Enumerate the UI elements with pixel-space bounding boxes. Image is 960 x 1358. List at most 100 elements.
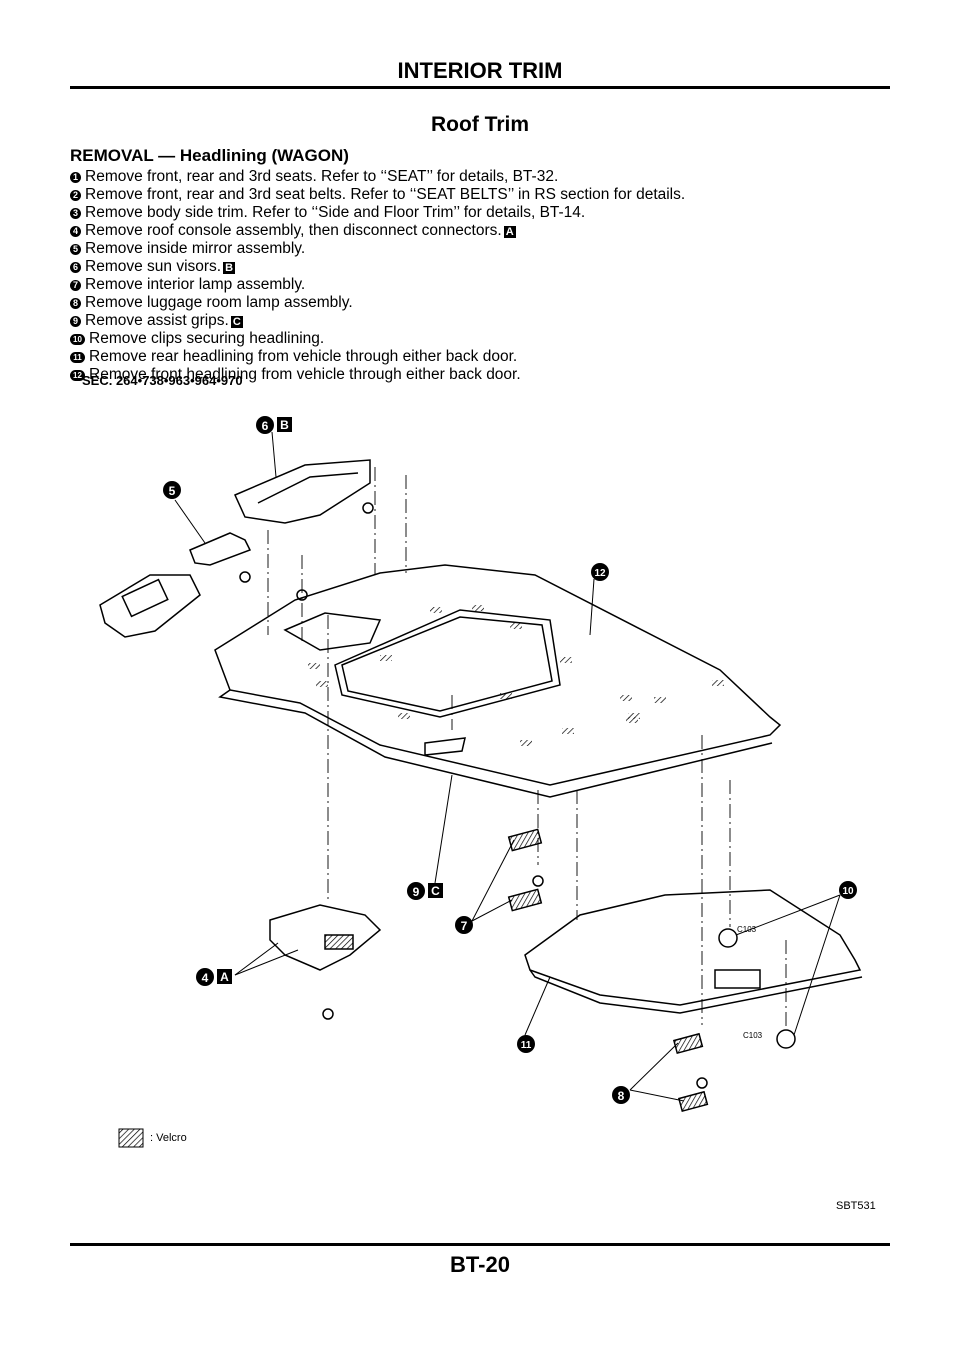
step-number: 5 bbox=[70, 244, 81, 255]
step-text: Remove clips securing headlining. bbox=[89, 330, 325, 347]
step-badge: B bbox=[223, 262, 236, 274]
callout-6-badge: B bbox=[280, 418, 289, 432]
header-rule bbox=[70, 86, 890, 89]
interior-lamp-bottom bbox=[507, 888, 543, 912]
velcro-patch bbox=[712, 680, 724, 686]
step-item: 12 Remove front headlining from vehicle t… bbox=[70, 366, 685, 384]
step-number: 11 bbox=[70, 352, 85, 363]
callout-box bbox=[428, 883, 443, 898]
velcro-patch bbox=[308, 663, 320, 669]
sun-visor bbox=[234, 459, 371, 524]
step-item: 5 Remove inside mirror assembly. bbox=[70, 240, 685, 258]
callout-11: 11 bbox=[521, 1040, 532, 1051]
callout-circle bbox=[612, 1086, 630, 1104]
connector-label: C103 bbox=[743, 1031, 763, 1040]
headlining-clip bbox=[776, 1029, 796, 1049]
headlining-clip bbox=[718, 928, 738, 948]
step-item: 4 Remove roof console assembly, then disc… bbox=[70, 222, 685, 240]
velcro-patch bbox=[628, 713, 640, 719]
step-number: 1 bbox=[70, 172, 81, 183]
step-text: Remove roof console assembly, then disco… bbox=[85, 222, 502, 239]
luggage-lamp-bottom bbox=[677, 1090, 709, 1113]
step-number: 9 bbox=[70, 316, 81, 327]
sun-visor-left bbox=[99, 574, 201, 638]
velcro-patch bbox=[560, 657, 572, 663]
callout-box bbox=[217, 969, 232, 984]
page-number: BT-20 bbox=[450, 1252, 510, 1277]
screw bbox=[322, 1008, 334, 1020]
velcro-patch bbox=[520, 740, 532, 746]
figure-reference: SBT531 bbox=[836, 1200, 876, 1212]
callout-9: 9 bbox=[413, 885, 420, 899]
procedure-subtitle: REMOVAL — Headlining (WAGON) bbox=[70, 146, 349, 165]
callout-4: 4 bbox=[202, 971, 209, 985]
sunroof-opening bbox=[334, 609, 561, 718]
step-number: 6 bbox=[70, 262, 81, 273]
step-number: 7 bbox=[70, 280, 81, 291]
front-headlining-panel bbox=[214, 564, 782, 786]
callout-circle bbox=[455, 916, 473, 934]
legend-text: : Velcro bbox=[150, 1132, 187, 1144]
connector-label: C103 bbox=[737, 925, 757, 934]
step-number: 3 bbox=[70, 208, 81, 219]
step-badge: A bbox=[503, 226, 516, 238]
callout-7: 7 bbox=[461, 919, 468, 933]
luggage-lamp-top bbox=[672, 1032, 704, 1055]
callout-circle bbox=[591, 563, 609, 581]
callout-8: 8 bbox=[618, 1089, 625, 1103]
step-number: 4 bbox=[70, 226, 81, 237]
screw bbox=[362, 502, 374, 514]
console-lamp-lens bbox=[324, 934, 354, 950]
callout-circle bbox=[256, 416, 274, 434]
step-text: Remove inside mirror assembly. bbox=[85, 240, 306, 257]
velcro-patch bbox=[398, 713, 410, 719]
callout-circle bbox=[517, 1035, 535, 1053]
assist-grip bbox=[424, 737, 466, 756]
step-text: Remove interior lamp assembly. bbox=[85, 276, 306, 293]
velcro-patch bbox=[472, 605, 484, 611]
velcro-patch bbox=[626, 717, 638, 723]
step-item: 3 Remove body side trim. Refer to ‘‘Side … bbox=[70, 204, 685, 222]
vanity-mirror bbox=[121, 578, 169, 618]
step-number: 12 bbox=[70, 370, 85, 381]
step-number: 8 bbox=[70, 298, 81, 309]
step-text: Remove sun visors. bbox=[85, 258, 222, 275]
rear-headlining-panel bbox=[524, 889, 862, 1006]
callout-circle bbox=[163, 481, 181, 499]
screw bbox=[239, 571, 251, 583]
inside-mirror bbox=[189, 532, 252, 566]
legend: : Velcro bbox=[118, 1128, 187, 1148]
section-header: INTERIOR TRIM bbox=[397, 58, 563, 83]
step-text: Remove rear headlining from vehicle thro… bbox=[89, 348, 518, 365]
step-badge: C bbox=[230, 316, 243, 328]
page-title: Roof Trim bbox=[431, 113, 529, 136]
callout-12: 12 bbox=[594, 568, 606, 579]
step-text: Remove body side trim. Refer to ‘‘Side a… bbox=[85, 204, 586, 221]
front-console-opening bbox=[283, 612, 382, 651]
callout-10: 10 bbox=[842, 886, 854, 897]
velcro-patch bbox=[430, 607, 442, 613]
removal-steps: 1 Remove front, rear and 3rd seats. Refer… bbox=[70, 168, 685, 384]
step-number: 2 bbox=[70, 190, 81, 201]
screw bbox=[696, 1077, 708, 1089]
section-codes: SEC. 264•738•963•964•970 bbox=[82, 373, 243, 388]
step-item: 1 Remove front, rear and 3rd seats. Refer… bbox=[70, 168, 685, 186]
callout-box bbox=[277, 417, 292, 432]
rear-headlining-recess bbox=[714, 969, 761, 989]
velcro-patch bbox=[500, 693, 512, 699]
velcro-patch bbox=[380, 655, 392, 661]
callout-5: 5 bbox=[169, 484, 176, 498]
callout-circle bbox=[407, 882, 425, 900]
step-item: 11 Remove rear headlining from vehicle th… bbox=[70, 348, 685, 366]
step-text: Remove front headlining from vehicle thr… bbox=[89, 366, 521, 383]
step-item: 7 Remove interior lamp assembly. bbox=[70, 276, 685, 294]
step-number: 10 bbox=[70, 334, 85, 345]
callout-circle bbox=[839, 881, 857, 899]
velcro-patch bbox=[654, 697, 666, 703]
step-text: Remove front, rear and 3rd seats. Refer … bbox=[85, 168, 559, 185]
interior-lamp-top bbox=[507, 828, 543, 852]
velcro-patch bbox=[620, 695, 632, 701]
